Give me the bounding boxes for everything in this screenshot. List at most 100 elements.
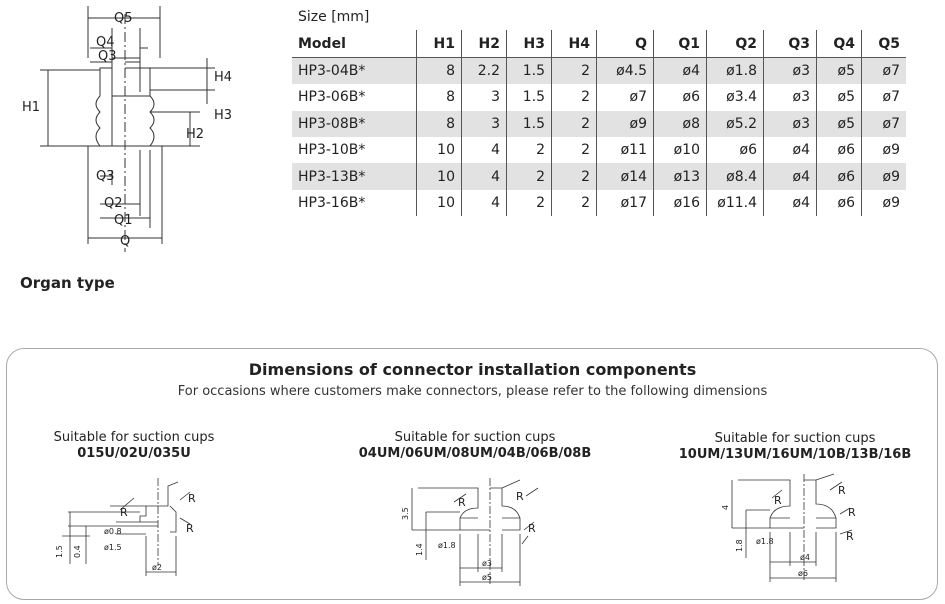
- dim-h1: H1: [22, 100, 40, 115]
- table-cell: ø5: [816, 57, 862, 85]
- table-cell: ø4.5: [596, 57, 654, 85]
- g1-r2: R: [188, 492, 196, 505]
- group2-caption-text: Suitable for suction cups: [394, 430, 556, 445]
- g2-r1: R: [458, 496, 466, 509]
- g3-d-b: ø4: [800, 553, 810, 562]
- dim-h4: H4: [214, 70, 232, 85]
- dim-q3-bottom: Q3: [96, 169, 115, 184]
- table-cell: ø17: [596, 189, 654, 217]
- table-cell: ø8: [653, 110, 707, 137]
- table-cell: ø13: [653, 163, 707, 190]
- table-cell: ø6: [706, 136, 764, 164]
- table-cell: ø3: [763, 57, 817, 85]
- col-q5: Q5: [861, 30, 906, 58]
- g3-v2: 1.8: [735, 539, 744, 552]
- table-cell: 1.5: [506, 110, 552, 137]
- table-cell: ø10: [653, 136, 707, 164]
- table-cell: ø7: [861, 57, 906, 85]
- table-cell: 8: [416, 84, 462, 111]
- col-q: Q: [596, 30, 654, 58]
- table-row: HP3-06B* 8 3 1.5 2 ø7 ø6 ø3.4 ø3 ø5 ø7: [292, 84, 906, 111]
- dim-q1: Q1: [114, 213, 133, 228]
- dim-q: Q: [120, 234, 130, 249]
- connector-subtitle: For occasions where customers make conne…: [177, 384, 768, 399]
- model-cell: HP3-13B*: [292, 163, 417, 190]
- table-cell: ø14: [596, 163, 654, 190]
- model-cell: HP3-06B*: [298, 89, 366, 106]
- table-row: HP3-16B* 10 4 2 2 ø17 ø16 ø11.4 ø4 ø6 ø9: [292, 189, 906, 217]
- table-cell: 10: [416, 163, 462, 190]
- col-h3: H3: [506, 30, 552, 58]
- table-cell: ø3.4: [706, 84, 764, 111]
- table-cell: ø9: [596, 110, 654, 137]
- dim-q4: Q4: [96, 35, 115, 50]
- table-cell: ø8.4: [706, 163, 764, 190]
- table-cell: ø3: [763, 84, 817, 111]
- table-cell: ø6: [816, 189, 862, 217]
- table-cell: ø9: [861, 136, 906, 164]
- col-q2: Q2: [706, 30, 764, 58]
- g1-r3: R: [186, 522, 194, 535]
- g2-r3: R: [528, 522, 536, 535]
- group3-models: 10UM/13UM/16UM/10B/13B/16B: [678, 447, 912, 462]
- table-cell: 4: [461, 163, 507, 190]
- connector-drawing-3: R R R R 4 1.8 ø1.8 ø4 ø6: [721, 473, 856, 582]
- group1-models: 015U/02U/035U: [77, 446, 191, 461]
- g1-v2: 0.4: [73, 545, 82, 558]
- table-cell: ø7: [861, 110, 906, 137]
- group3-caption-text: Suitable for suction cups: [714, 431, 876, 446]
- table-cell: ø11: [596, 136, 654, 164]
- g2-d-a: ø1.8: [438, 541, 456, 550]
- model-cell: HP3-10B*: [298, 142, 366, 159]
- table-cell: 2: [551, 189, 597, 217]
- g3-d-c: ø6: [798, 569, 808, 578]
- table-cell: ø5.2: [706, 110, 764, 137]
- table-cell: ø6: [816, 136, 862, 164]
- g2-v2: 1.4: [415, 543, 424, 556]
- organ-type-label: Organ type: [20, 274, 115, 292]
- table-cell: 2.2: [461, 57, 507, 85]
- g1-d-a: ø0.8: [104, 527, 122, 536]
- table-cell: ø7: [861, 84, 906, 111]
- g3-r4: R: [846, 530, 854, 543]
- table-cell: 2: [551, 163, 597, 190]
- model-cell: HP3-16B*: [298, 194, 366, 211]
- dim-h2: H2: [186, 127, 204, 142]
- col-h1: H1: [416, 30, 462, 58]
- g1-v1: 1.5: [55, 545, 64, 558]
- col-h2: H2: [461, 30, 507, 58]
- g1-r1: R: [120, 506, 128, 519]
- g3-d-a: ø1.8: [756, 537, 774, 546]
- g3-r3: R: [848, 506, 856, 519]
- table-cell: ø5: [816, 84, 862, 111]
- table-cell: 2: [506, 136, 552, 164]
- group2-models: 04UM/06UM/08UM/04B/06B/08B: [358, 446, 592, 461]
- table-cell: 2: [506, 163, 552, 190]
- group1-caption: Suitable for suction cups 015U/02U/035U: [34, 430, 234, 462]
- table-cell: ø11.4: [706, 189, 764, 217]
- g2-r2: R: [516, 490, 524, 503]
- table-cell: 4: [461, 136, 507, 164]
- table-cell: ø16: [653, 189, 707, 217]
- col-q4: Q4: [816, 30, 862, 58]
- g1-d-b: ø1.5: [104, 543, 122, 552]
- table-cell: ø6: [816, 163, 862, 190]
- suction-cup-drawing: Q5 Q4 Q3 H4 H1 H3 H2 Q3 Q2 Q1 Q: [22, 6, 232, 252]
- group1-caption-text: Suitable for suction cups: [53, 430, 215, 445]
- table-row: HP3-10B* 10 4 2 2 ø11 ø10 ø6 ø4 ø6 ø9: [292, 136, 906, 164]
- g3-r2: R: [838, 484, 846, 497]
- table-cell: 2: [506, 189, 552, 217]
- table-cell: ø1.8: [706, 57, 764, 85]
- table-header-row: Model H1 H2 H3 H4 Q Q1 Q2 Q3 Q4 Q5: [292, 30, 906, 58]
- dim-h3: H3: [214, 108, 232, 123]
- table-cell: 1.5: [506, 57, 552, 85]
- table-cell: 2: [551, 84, 597, 111]
- dim-q5: Q5: [114, 11, 133, 26]
- table-cell: ø9: [861, 163, 906, 190]
- table-cell: 1.5: [506, 84, 552, 111]
- model-cell: HP3-04B*: [292, 57, 417, 85]
- table-cell: ø9: [861, 189, 906, 217]
- table-row: HP3-13B* 10 4 2 2 ø14 ø13 ø8.4 ø4 ø6 ø9: [292, 163, 906, 190]
- table-cell: ø5: [816, 110, 862, 137]
- dim-q2: Q2: [104, 196, 123, 211]
